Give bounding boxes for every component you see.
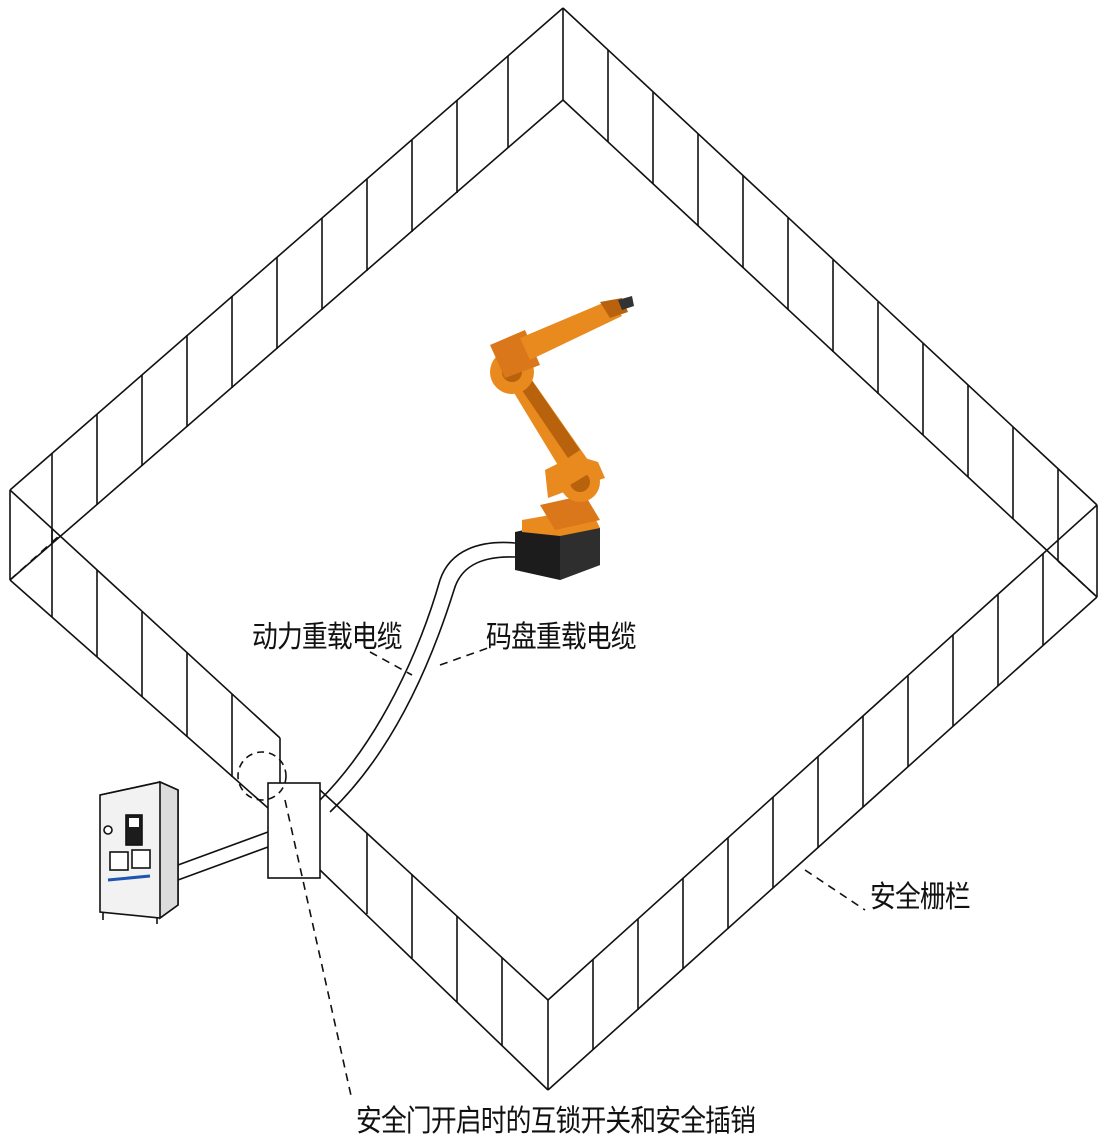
leader-power-cable [369,651,413,676]
label-power-cable: 动力重载电缆 [252,620,403,655]
safety-pin-circle [237,751,287,801]
label-safety-fence: 安全栅栏 [870,880,971,915]
fence-back-left [9,7,564,581]
cable-bundle [177,541,516,881]
leader-door-interlock [284,799,353,1101]
robot-arm [490,296,634,580]
leader-safety-fence [804,869,866,911]
label-encoder-cable: 码盘重载电缆 [486,620,637,655]
fence-front-right [319,504,1098,1091]
leader-lines [284,647,866,1101]
fence-back-right [562,7,1098,598]
leader-encoder-cable [439,647,489,666]
fence-front-left [9,489,281,809]
interlock-box [267,782,321,879]
control-cabinet [99,780,179,924]
label-door-interlock: 安全门开启时的互锁开关和安全插销 [356,1104,756,1139]
